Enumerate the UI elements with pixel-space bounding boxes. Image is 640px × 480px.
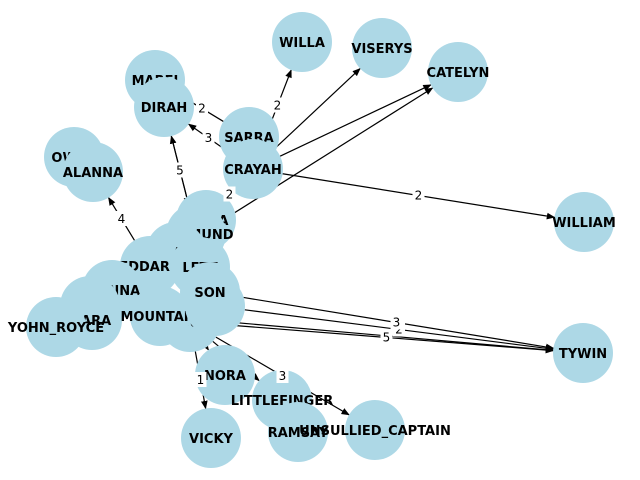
edge-label-background [271, 97, 284, 113]
edge-weight-label: 1 [197, 373, 205, 387]
node-label: DIRAH [141, 101, 188, 116]
edge-weight-label: 3 [393, 316, 401, 330]
node-circle [268, 402, 328, 462]
node-circle [180, 262, 240, 322]
edge-weight-label: 5 [176, 164, 184, 178]
node-label: ALANNA [63, 166, 123, 181]
edge-label-background [412, 187, 425, 203]
node-circle [130, 286, 190, 346]
edge-weight-label: 5 [383, 331, 391, 345]
node-label: YOHN_ROYCE [7, 321, 104, 336]
edge-weight-label: 2 [198, 102, 206, 116]
node-vicky[interactable]: VICKY [181, 408, 241, 468]
node-circle [352, 18, 412, 78]
edge-label-background [202, 130, 215, 145]
node-alanna[interactable]: ALANNA [63, 142, 123, 202]
node-circle [63, 142, 123, 202]
node-dirah[interactable]: DIRAH [134, 77, 194, 137]
node-circle [272, 12, 332, 72]
node-label: UNSULLIED_CAPTAIN [299, 424, 451, 439]
node-circle [195, 345, 255, 405]
edge-label-background [194, 372, 207, 387]
node-mountain[interactable]: MOUNTAIN [120, 286, 200, 346]
node-circle [223, 139, 283, 199]
node-william[interactable]: WILLIAM [552, 192, 616, 252]
edge-label-background [115, 211, 128, 226]
edge-label-background [174, 162, 186, 178]
edge-crayah-viserys [274, 67, 361, 149]
node-circle [428, 42, 488, 102]
node-circle [345, 400, 405, 460]
edge-weight-label: 2 [274, 99, 282, 113]
edge-weight-label: 3 [205, 131, 213, 145]
node-catelyn[interactable]: CATELYN [427, 42, 490, 102]
node-label: MOUNTAIN [120, 310, 199, 325]
node-viserys[interactable]: VISERYS [351, 18, 413, 78]
node-jon[interactable]: SON [180, 262, 240, 322]
edge-label-background [223, 186, 236, 202]
node-label: NORA [204, 369, 246, 384]
node-circle [26, 297, 86, 357]
edge-weight-label: 2 [415, 189, 423, 203]
node-crayah[interactable]: CRAYAH [223, 139, 283, 199]
nodes-layer: WILLAVISERYSCATELYNMAREIDIRAHSARRACRAYAH… [7, 12, 616, 468]
node-label: VICKY [189, 432, 234, 447]
edge-label-background [196, 100, 208, 116]
node-circle [181, 408, 241, 468]
edge-weight-label: 3 [279, 369, 287, 383]
node-willa[interactable]: WILLA [272, 12, 332, 72]
node-nora[interactable]: NORA [195, 345, 255, 405]
node-ramsay[interactable]: RAMSAY [268, 402, 329, 462]
edge-crayah-catelyn [279, 84, 432, 157]
node-unsullied-captain[interactable]: UNSULLIED_CAPTAIN [299, 400, 451, 460]
edge-mountain-tywin [189, 318, 554, 354]
node-yohn-royce[interactable]: YOHN_ROYCE [7, 297, 104, 357]
node-label: CRAYAH [224, 163, 281, 178]
node-circle [554, 192, 614, 252]
node-label: SON [194, 286, 225, 301]
node-label: WILLIAM [552, 216, 616, 231]
node-circle [553, 323, 613, 383]
edge-label-background [380, 329, 393, 345]
node-label: TYWIN [559, 347, 607, 362]
node-label: WILLA [279, 36, 325, 51]
edge-label-background [390, 314, 403, 330]
node-tywin[interactable]: TYWIN [553, 323, 613, 383]
edge-label-background [276, 368, 289, 383]
edge-labels-layer: 2223255423513 [115, 97, 425, 387]
node-label: VISERYS [351, 42, 412, 57]
edge-weight-label: 2 [226, 188, 234, 202]
node-label: RAMSAY [268, 426, 329, 441]
node-circle [134, 77, 194, 137]
edge-weight-label: 4 [118, 212, 126, 226]
node-label: CATELYN [427, 66, 490, 81]
edge-qyburn-nora [201, 341, 209, 351]
